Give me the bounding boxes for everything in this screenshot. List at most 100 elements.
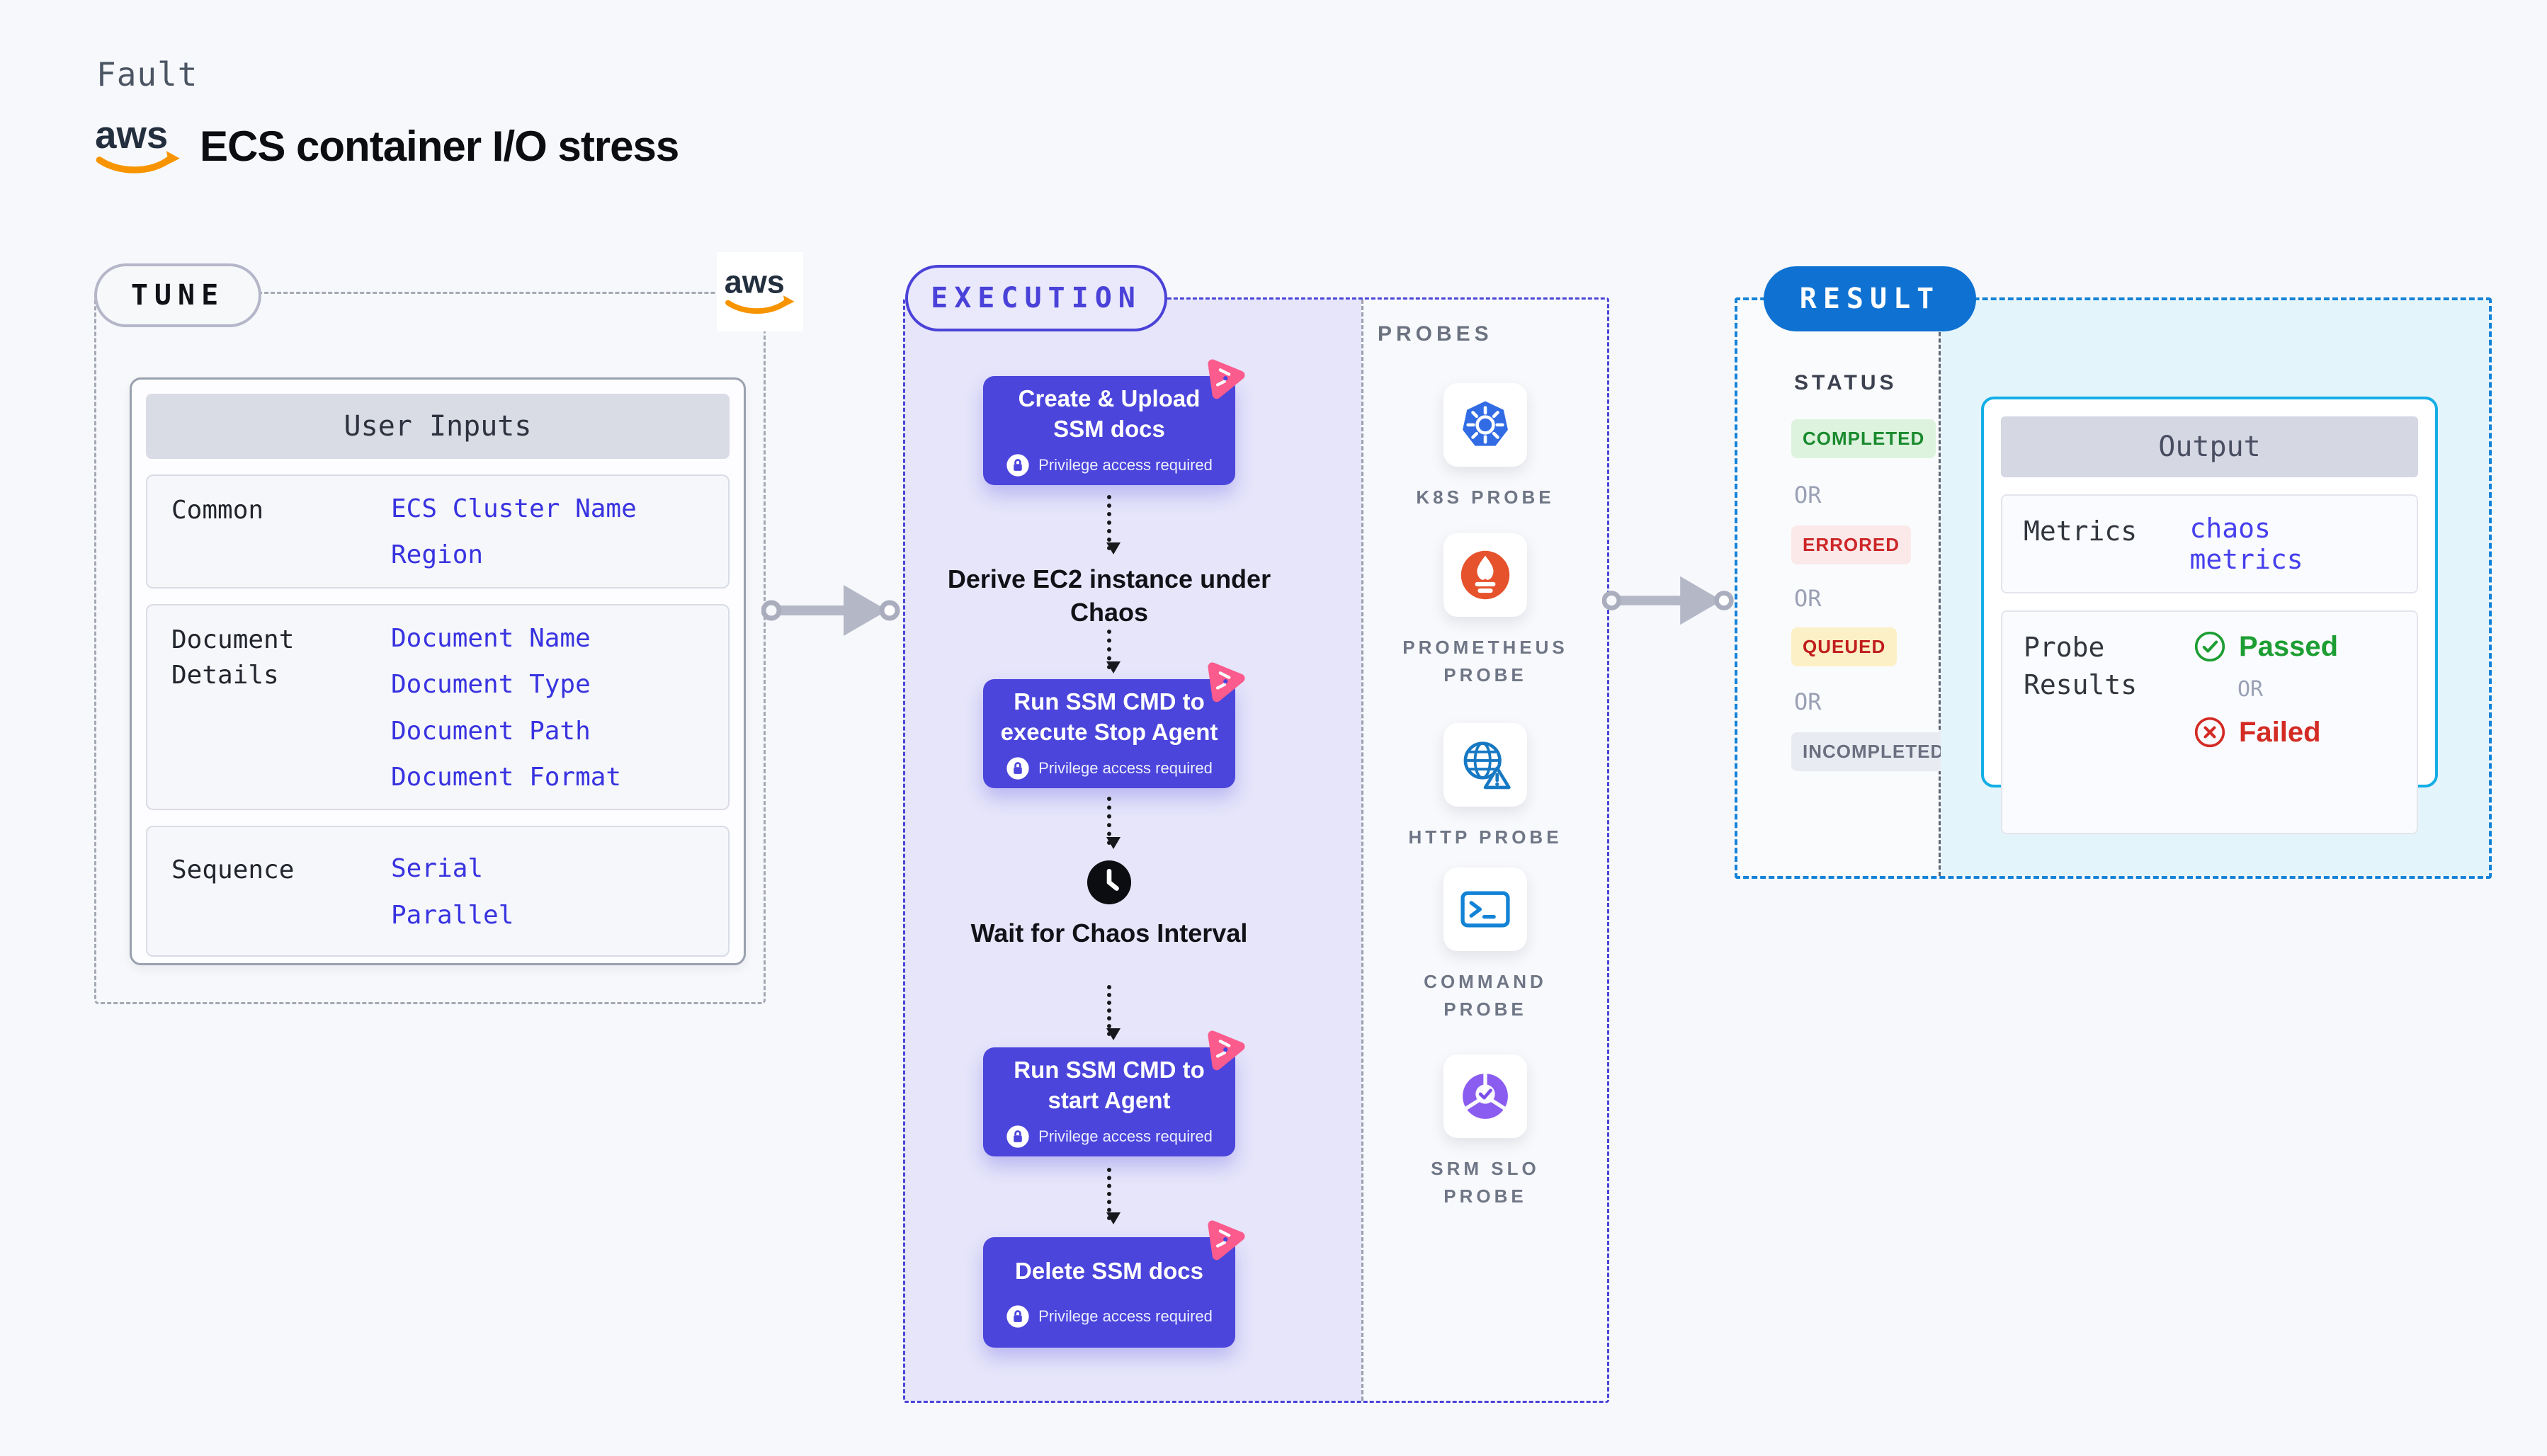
probe-k8s: K8S PROBE xyxy=(1393,383,1577,511)
status-panel: STATUS COMPLETED OR ERRORED OR QUEUED OR… xyxy=(1737,300,1956,876)
probe-tile xyxy=(1443,723,1527,807)
terminal-icon xyxy=(1458,882,1512,936)
metrics-value: chaos metrics xyxy=(2189,513,2303,575)
x-circle-icon xyxy=(2194,716,2226,749)
kubernetes-icon xyxy=(1458,398,1512,452)
probe-tile xyxy=(1443,868,1527,951)
failed-result: Failed xyxy=(2194,716,2338,749)
passed-result: Passed xyxy=(2194,630,2338,663)
step-title: Delete SSM docs xyxy=(1015,1257,1203,1284)
step-create-upload-ssm-docs: Create & Upload SSM docs Privilege acces… xyxy=(983,376,1235,485)
probe-label: K8S PROBE xyxy=(1416,487,1555,508)
probe-tile xyxy=(1443,1054,1527,1138)
row-value: Serial xyxy=(391,854,484,884)
tune-to-execution-arrow xyxy=(761,575,903,646)
fault-kind-label: Fault xyxy=(96,55,198,93)
tune-section-box xyxy=(94,292,766,1004)
or-separator: OR xyxy=(2237,677,2264,702)
or-separator: OR xyxy=(1794,482,1822,508)
result-output-panel: Output Metrics chaos metrics Probe Resul… xyxy=(1941,300,2489,876)
probes-panel: PROBES K8S PROBE PROMETHEUS PROBE HTTP P… xyxy=(1361,300,1607,1401)
check-circle-icon xyxy=(2194,630,2226,663)
row-value: ECS Cluster Name xyxy=(391,494,637,523)
probe-prometheus: PROMETHEUS PROBE xyxy=(1393,533,1577,689)
chaos-pinwheel-icon xyxy=(1201,1219,1248,1263)
failed-text: Failed xyxy=(2239,716,2321,748)
flow-arrow-down xyxy=(1106,630,1121,673)
step-run-ssm-cmd-stop-agent: Run SSM CMD to execute Stop Agent Privil… xyxy=(983,679,1235,788)
table-row-document-details: Document Details Document Name Document … xyxy=(146,603,730,811)
http-globe-icon xyxy=(1458,738,1512,792)
lock-icon xyxy=(1006,1304,1031,1329)
status-badge-completed: COMPLETED xyxy=(1791,419,1936,458)
probe-tile xyxy=(1443,383,1527,467)
chaos-pinwheel-icon xyxy=(1201,661,1248,705)
result-section-box: STATUS COMPLETED OR ERRORED OR QUEUED OR… xyxy=(1735,297,2492,879)
row-value: Document Type xyxy=(391,670,591,700)
probe-srm-slo: SRM SLO PROBE xyxy=(1393,1054,1577,1210)
privilege-note: Privilege access required xyxy=(1006,453,1213,477)
tune-pill: TUNE xyxy=(94,263,261,327)
privilege-note: Privilege access required xyxy=(1006,756,1213,780)
row-label: Sequence xyxy=(171,855,295,885)
status-badge-errored: ERRORED xyxy=(1791,525,1912,564)
step-title: Run SSM CMD to execute Stop Agent xyxy=(1000,688,1218,745)
row-value: Parallel xyxy=(391,900,514,930)
privilege-note-text: Privilege access required xyxy=(1038,1307,1213,1326)
table-row-common: Common ECS Cluster Name Region xyxy=(146,474,730,588)
step-derive-ec2-text: Derive EC2 instance under Chaos xyxy=(947,564,1271,627)
execution-section-box: Create & Upload SSM docs Privilege acces… xyxy=(903,297,1609,1403)
probe-label: PROMETHEUS PROBE xyxy=(1402,637,1568,686)
row-value: Document Path xyxy=(391,716,591,746)
privilege-note: Privilege access required xyxy=(1006,1124,1213,1149)
privilege-note-text: Privilege access required xyxy=(1038,1127,1213,1145)
user-inputs-card: User Inputs Common ECS Cluster Name Regi… xyxy=(130,377,746,965)
row-label: Common xyxy=(171,496,264,525)
table-row-sequence: Sequence Serial Parallel xyxy=(146,826,730,957)
privilege-note-text: Privilege access required xyxy=(1038,758,1213,777)
slo-donut-icon xyxy=(1458,1069,1512,1123)
probe-label: COMMAND PROBE xyxy=(1424,971,1547,1020)
probe-command: COMMAND PROBE xyxy=(1393,868,1577,1023)
step-title: Run SSM CMD to start Agent xyxy=(1014,1057,1205,1113)
step-title: Create & Upload SSM docs xyxy=(1018,385,1201,442)
row-label: Document Details xyxy=(171,625,295,690)
row-value: Document Name xyxy=(391,623,591,653)
or-separator: OR xyxy=(1794,585,1822,612)
privilege-note-text: Privilege access required xyxy=(1038,455,1213,474)
execution-to-result-arrow xyxy=(1602,565,1737,636)
probe-label: HTTP PROBE xyxy=(1408,826,1562,848)
row-value: Document Format xyxy=(391,762,622,792)
probes-heading: PROBES xyxy=(1378,322,1493,346)
metrics-label: Metrics xyxy=(2024,516,2138,547)
probe-tile xyxy=(1443,533,1527,617)
flow-arrow-down xyxy=(1106,495,1121,554)
output-card: Output Metrics chaos metrics Probe Resul… xyxy=(1981,397,2438,834)
flow-arrow-down xyxy=(1106,797,1121,849)
output-header: Output xyxy=(2001,416,2418,477)
step-delete-ssm-docs: Delete SSM docs Privilege access require… xyxy=(983,1237,1235,1348)
probe-label: SRM SLO PROBE xyxy=(1431,1158,1540,1207)
or-separator: OR xyxy=(1794,688,1822,715)
prometheus-icon xyxy=(1460,550,1510,600)
aws-logo xyxy=(723,266,797,317)
metrics-row: Metrics chaos metrics xyxy=(2001,494,2418,593)
step-run-ssm-cmd-start-agent: Run SSM CMD to start Agent Privilege acc… xyxy=(983,1047,1235,1156)
aws-logo xyxy=(92,117,184,176)
aws-logo-tile xyxy=(717,252,803,331)
lock-icon xyxy=(1006,1124,1031,1149)
lock-icon xyxy=(1006,453,1031,477)
page-title: ECS container I/O stress xyxy=(200,123,679,170)
flow-arrow-down xyxy=(1106,985,1121,1040)
status-badge-queued: QUEUED xyxy=(1791,627,1898,666)
user-inputs-header: User Inputs xyxy=(146,394,730,459)
probe-http: HTTP PROBE xyxy=(1393,723,1577,851)
row-value: Region xyxy=(391,540,484,570)
passed-text: Passed xyxy=(2239,630,2339,662)
chaos-pinwheel-icon xyxy=(1201,358,1248,402)
privilege-note: Privilege access required xyxy=(1006,1304,1213,1329)
clock-icon xyxy=(1086,859,1133,906)
step-wait-chaos-interval-text: Wait for Chaos Interval xyxy=(970,918,1248,948)
status-heading: STATUS xyxy=(1794,371,1898,394)
